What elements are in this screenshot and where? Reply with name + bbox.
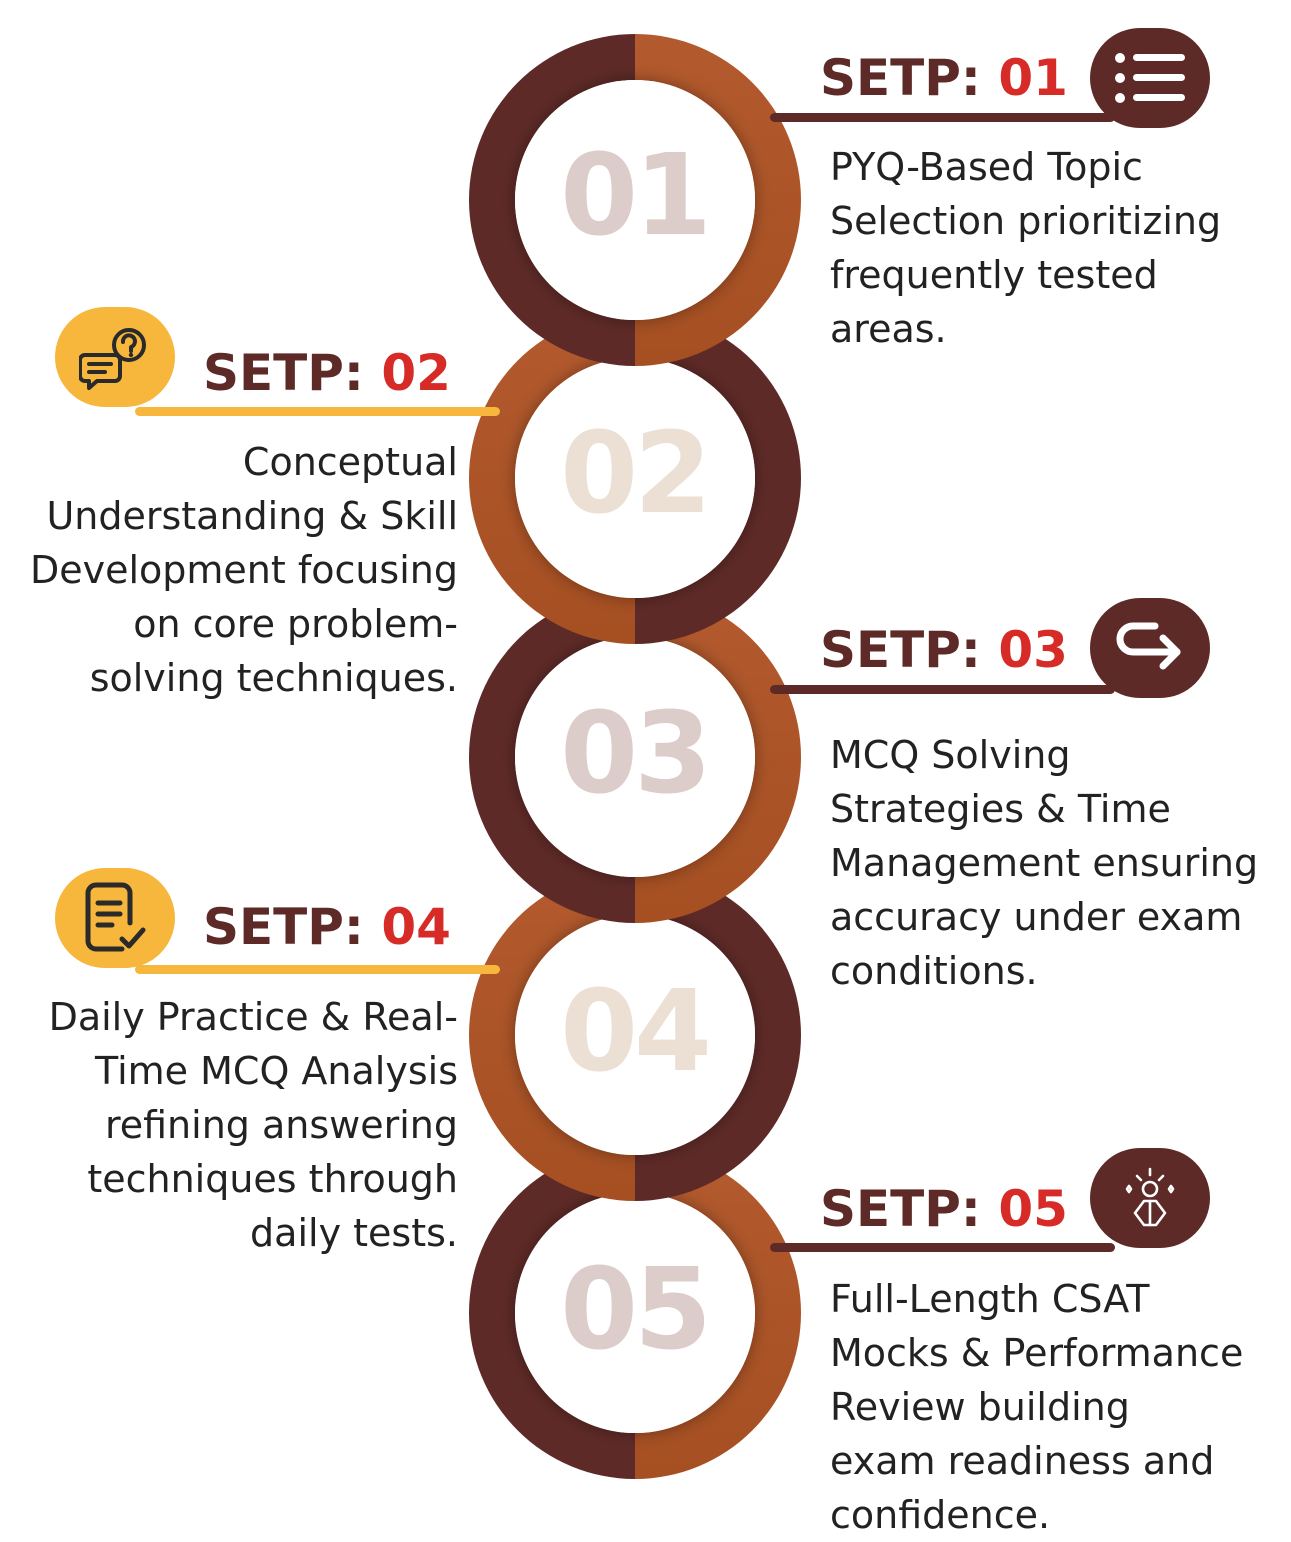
step-01-ring bbox=[469, 34, 801, 366]
step-01-description: PYQ-Based Topic Selection prioritizing f… bbox=[830, 145, 1222, 351]
step-prefix: SETP: bbox=[820, 621, 999, 679]
redirect-arrow-icon bbox=[1116, 622, 1181, 670]
step-02-ring bbox=[469, 312, 801, 644]
step-01-connector bbox=[770, 113, 1115, 122]
step-02-heading: SETP: 02 bbox=[203, 348, 451, 398]
step-05-badge bbox=[1090, 1148, 1210, 1248]
step-02-badge bbox=[55, 307, 175, 407]
chat-question-icon bbox=[79, 328, 146, 390]
step-03-ring bbox=[469, 591, 801, 923]
step-05-description: Full-Length CSAT Mocks & Performance Rev… bbox=[830, 1277, 1244, 1537]
step-prefix: SETP: bbox=[820, 1180, 999, 1238]
step-03-heading: SETP: 03 bbox=[820, 625, 1068, 675]
step-04-badge bbox=[55, 868, 175, 968]
step-01-badge bbox=[1090, 28, 1210, 128]
step-05-heading: SETP: 05 bbox=[820, 1184, 1068, 1234]
confident-person-icon bbox=[1125, 1167, 1175, 1227]
step-number: 01 bbox=[998, 49, 1068, 107]
step-prefix: SETP: bbox=[203, 898, 382, 956]
step-03-description: MCQ Solving Strategies & Time Management… bbox=[830, 733, 1259, 993]
step-04-heading: SETP: 04 bbox=[203, 902, 451, 952]
step-05-big-number: 05 bbox=[560, 1245, 712, 1375]
step-04-big-number: 04 bbox=[560, 967, 712, 1097]
step-04-ring bbox=[469, 869, 801, 1201]
step-03-big-number: 03 bbox=[560, 689, 712, 819]
step-05-ring bbox=[469, 1147, 801, 1479]
step-03-badge bbox=[1090, 598, 1210, 698]
checklist-icon bbox=[85, 882, 146, 952]
step-number: 04 bbox=[381, 898, 451, 956]
step-04-connector bbox=[135, 965, 500, 974]
step-number: 05 bbox=[998, 1180, 1068, 1238]
step-05-connector bbox=[770, 1243, 1115, 1252]
step-03-connector bbox=[770, 685, 1115, 694]
step-prefix: SETP: bbox=[203, 344, 382, 402]
step-04-description: Daily Practice & Real- Time MCQ Analysis… bbox=[48, 995, 458, 1255]
step-prefix: SETP: bbox=[820, 49, 999, 107]
step-number: 02 bbox=[381, 344, 451, 402]
step-number: 03 bbox=[998, 621, 1068, 679]
step-02-description: Conceptual Understanding & Skill Develop… bbox=[29, 440, 458, 700]
list-icon bbox=[1115, 53, 1185, 103]
step-01-heading: SETP: 01 bbox=[820, 53, 1068, 103]
step-02-big-number: 02 bbox=[560, 409, 712, 539]
step-02-connector bbox=[135, 407, 500, 416]
step-01-big-number: 01 bbox=[560, 131, 712, 261]
